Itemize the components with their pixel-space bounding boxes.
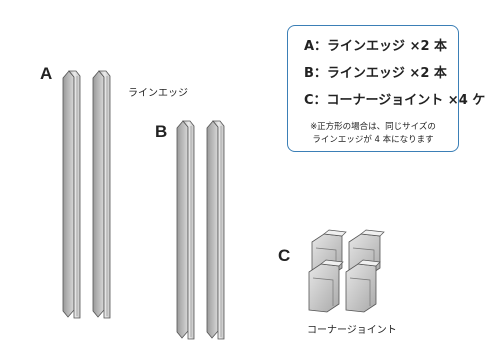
diagram-canvas: A B C ラインエッジ コーナージョイント A：ラインエッジ ×2 本 B：ラ… (40, 25, 485, 340)
label-a: A (40, 64, 53, 83)
corner-joint-4 (345, 259, 381, 313)
caption-corner-joint: コーナージョイント (307, 325, 397, 336)
note-line-1: ※正方形の場合は、同じサイズの (310, 122, 436, 132)
parts-list-box: A：ラインエッジ ×2 本 B：ラインエッジ ×2 本 C：コーナージョイント … (287, 25, 485, 152)
parts-illustration (62, 70, 385, 340)
line-edge-rail-b-1 (176, 120, 195, 340)
caption-line-edge: ラインエッジ (128, 88, 188, 99)
parts-line-c: C：コーナージョイント ×4 ケ (304, 93, 485, 108)
line-edge-rail-a-1 (62, 70, 81, 319)
corner-joint-3 (308, 259, 344, 313)
line-edge-rail-a-2 (92, 70, 111, 319)
line-edge-rail-b-2 (206, 120, 225, 340)
label-b: B (155, 122, 168, 141)
note-line-2: ラインエッジが 4 本になります (312, 135, 434, 145)
label-c: C (278, 246, 291, 265)
parts-line-b: B：ラインエッジ ×2 本 (304, 66, 447, 81)
parts-line-a: A：ラインエッジ ×2 本 (304, 39, 448, 54)
